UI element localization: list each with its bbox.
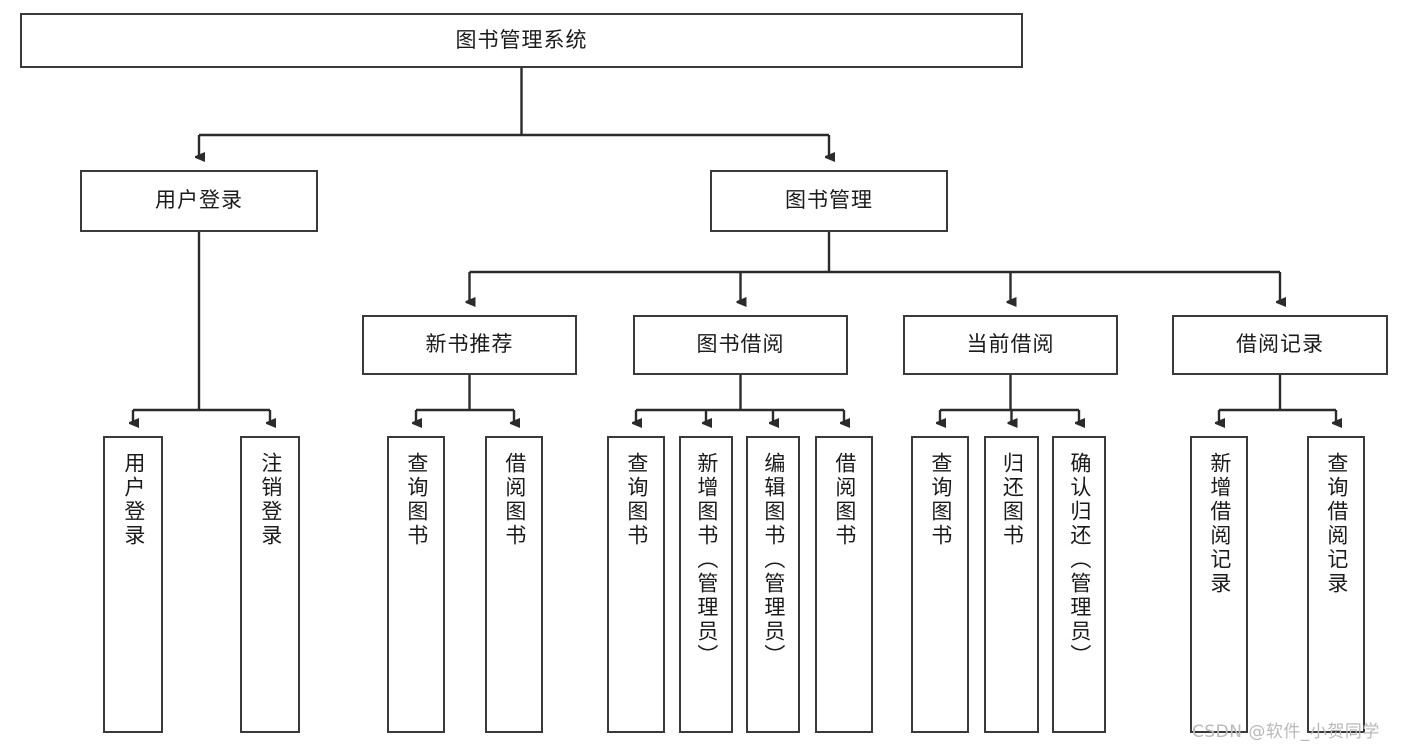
leaf-node-确认归还管理员[interactable]: 确认归还（管理员） [1052, 436, 1106, 733]
node-label: 图书管理 [785, 188, 873, 213]
connector-bus [199, 68, 829, 137]
root-node-图书管理系统[interactable]: 图书管理系统 [20, 13, 1023, 68]
node-label: 查询图书 [624, 452, 649, 548]
leaf-node-归还图书[interactable]: 归还图书 [984, 436, 1039, 733]
level2-node-用户登录[interactable]: 用户登录 [80, 170, 318, 232]
node-label: 当前借阅 [966, 332, 1055, 357]
connector-bus [469, 232, 1280, 274]
level2-node-图书管理[interactable]: 图书管理 [710, 170, 948, 232]
node-label: 用户登录 [121, 452, 146, 548]
level3-node-当前借阅[interactable]: 当前借阅 [903, 315, 1118, 375]
node-label: 新增图书（管理员） [694, 452, 719, 668]
connector-bus [940, 375, 1079, 412]
node-label: 图书借阅 [696, 332, 785, 357]
connector-bus [133, 232, 270, 412]
leaf-node-借阅图书[interactable]: 借阅图书 [485, 436, 543, 733]
node-label: 用户登录 [155, 188, 243, 213]
node-label: 借阅记录 [1236, 332, 1324, 357]
level3-node-借阅记录[interactable]: 借阅记录 [1172, 315, 1388, 375]
node-label: 查询图书 [928, 452, 953, 548]
node-label: 查询借阅记录 [1324, 452, 1349, 596]
leaf-node-查询图书[interactable]: 查询图书 [387, 436, 445, 733]
level3-node-图书借阅[interactable]: 图书借阅 [633, 315, 848, 375]
node-label: 借阅图书 [502, 452, 527, 548]
leaf-node-用户登录[interactable]: 用户登录 [103, 436, 163, 733]
leaf-node-查询图书[interactable]: 查询图书 [607, 436, 665, 733]
node-label: 注销登录 [258, 452, 283, 548]
leaf-node-查询图书[interactable]: 查询图书 [911, 436, 969, 733]
leaf-node-新增图书管理员[interactable]: 新增图书（管理员） [679, 436, 733, 733]
connector-bus [1219, 375, 1336, 412]
node-label: 编辑图书（管理员） [761, 452, 786, 668]
node-label: 归还图书 [1000, 452, 1025, 548]
node-label: 新增借阅记录 [1207, 452, 1232, 596]
leaf-node-新增借阅记录[interactable]: 新增借阅记录 [1190, 436, 1248, 733]
node-label: 查询图书 [404, 452, 429, 548]
leaf-node-注销登录[interactable]: 注销登录 [240, 436, 300, 733]
node-label: 确认归还（管理员） [1067, 452, 1092, 668]
leaf-node-借阅图书[interactable]: 借阅图书 [815, 436, 873, 733]
node-label: 新书推荐 [425, 332, 514, 357]
node-label: 图书管理系统 [455, 27, 588, 52]
connector-bus [636, 375, 844, 412]
node-label: 借阅图书 [832, 452, 857, 548]
connector-bus [416, 375, 514, 412]
csdn-watermark: CSDN @软件_小贺同学 [1192, 722, 1380, 742]
level3-node-新书推荐[interactable]: 新书推荐 [362, 315, 577, 375]
leaf-node-查询借阅记录[interactable]: 查询借阅记录 [1307, 436, 1365, 733]
leaf-node-编辑图书管理员[interactable]: 编辑图书（管理员） [746, 436, 800, 733]
